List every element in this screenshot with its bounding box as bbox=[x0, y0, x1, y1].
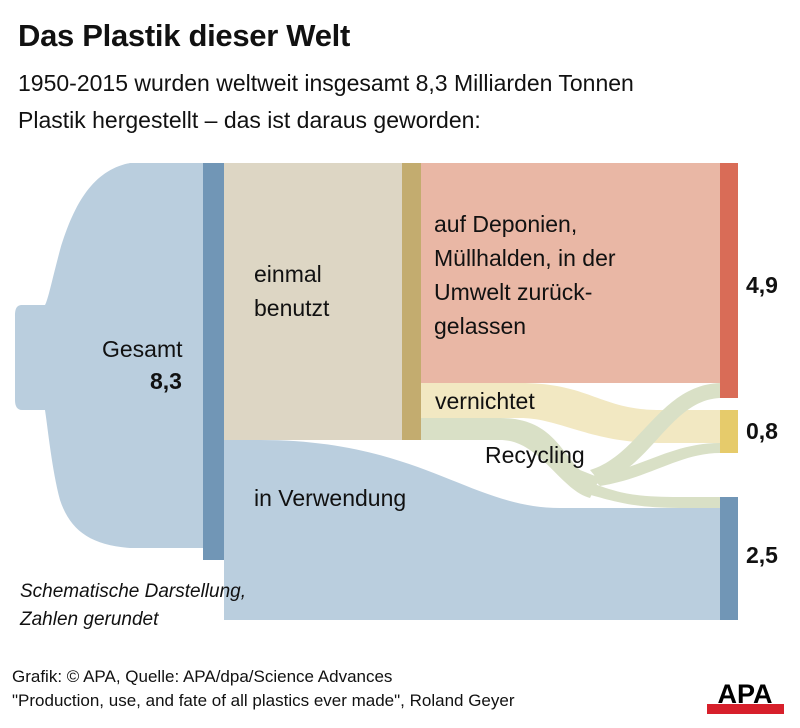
value-incinerated: 0,8 bbox=[746, 418, 778, 444]
label-in-use: in Verwendung bbox=[254, 485, 407, 511]
label-landfill-2: Müllhalden, in der bbox=[434, 245, 616, 271]
bar-incinerated bbox=[720, 410, 738, 453]
value-in-use: 2,5 bbox=[746, 542, 778, 568]
label-landfill-4: gelassen bbox=[434, 313, 527, 339]
flow-recycling-to-incinerated bbox=[590, 443, 720, 486]
bottle-shape bbox=[15, 163, 203, 548]
page-title: Das Plastik dieser Welt bbox=[18, 18, 350, 53]
value-total: 8,3 bbox=[150, 368, 182, 394]
node-landfill bbox=[421, 163, 720, 383]
subtitle-line-2: Plastik hergestellt – das ist daraus gew… bbox=[18, 107, 481, 133]
footer-source: "Production, use, and fate of all plasti… bbox=[12, 691, 515, 710]
flow-recycling-to-in-use bbox=[580, 480, 720, 508]
apa-logo: APA bbox=[717, 679, 772, 709]
footer-credit: Grafik: © APA, Quelle: APA/dpa/Science A… bbox=[12, 667, 393, 686]
flow-recycling-in bbox=[421, 418, 600, 498]
label-recycling: Recycling bbox=[485, 442, 585, 468]
label-single-use-2: benutzt bbox=[254, 295, 330, 321]
label-single-use-1: einmal bbox=[254, 261, 322, 287]
flow-recycling-to-landfill bbox=[590, 383, 720, 482]
bar-in-use bbox=[720, 497, 738, 620]
note-line-1: Schematische Darstellung, bbox=[20, 581, 246, 602]
value-landfill: 4,9 bbox=[746, 272, 778, 298]
label-total: Gesamt bbox=[102, 336, 183, 362]
bar-total bbox=[203, 163, 224, 560]
label-landfill-1: auf Deponien, bbox=[434, 211, 578, 237]
node-single-use bbox=[224, 163, 402, 440]
label-incinerated: vernichtet bbox=[435, 388, 535, 414]
logo-underline bbox=[707, 704, 784, 714]
bar-landfill bbox=[720, 163, 738, 398]
flow-in-use bbox=[224, 440, 720, 620]
subtitle-line-1: 1950-2015 wurden weltweit insgesamt 8,3 … bbox=[18, 70, 634, 96]
note-line-2: Zahlen gerundet bbox=[20, 609, 159, 630]
bar-single-use bbox=[402, 163, 421, 440]
label-landfill-3: Umwelt zurück- bbox=[434, 279, 593, 305]
